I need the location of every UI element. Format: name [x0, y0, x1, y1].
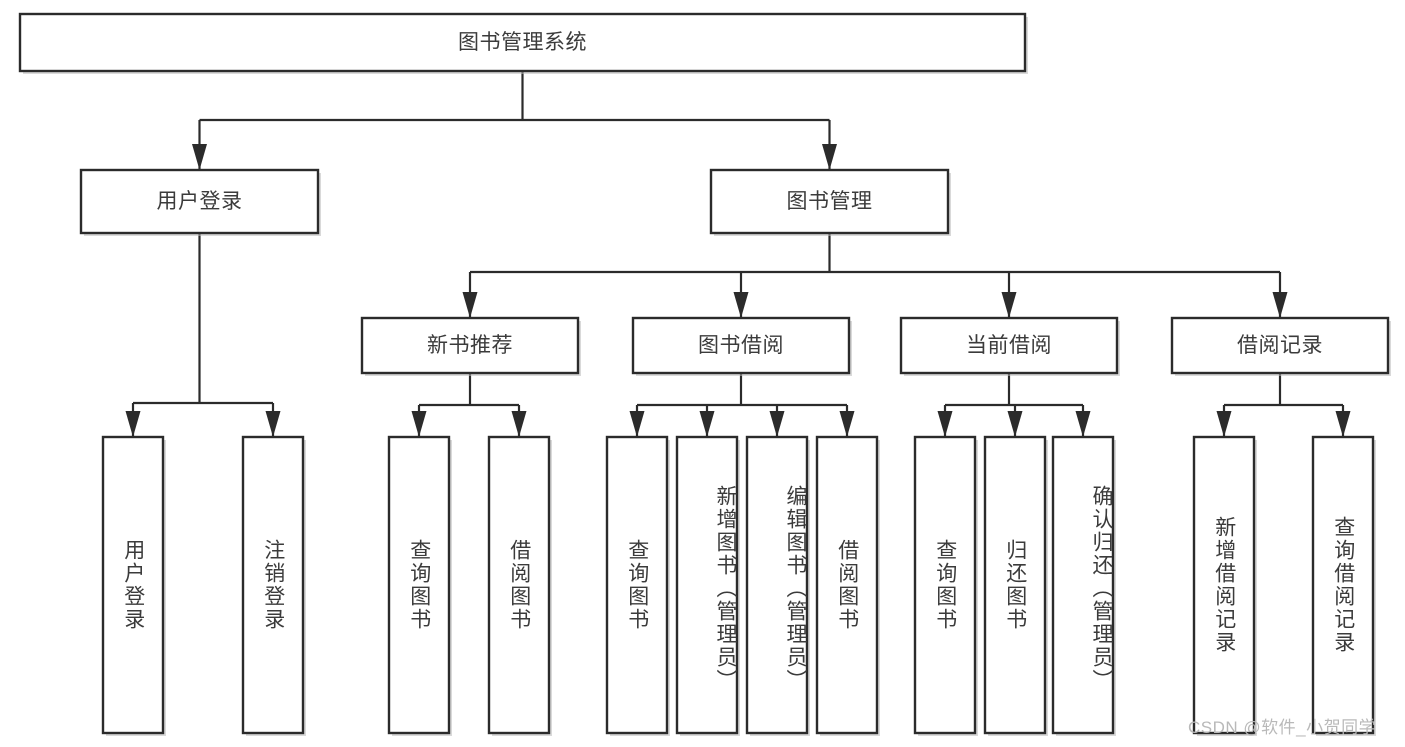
- arrow-head-icon: [1335, 411, 1351, 437]
- arrow-head-icon: [125, 411, 141, 437]
- node-box-leaf-edit-book-admin[interactable]: [745, 435, 809, 735]
- arrow-head-icon: [1007, 411, 1023, 437]
- arrow-head-icon: [1272, 292, 1288, 318]
- node-box-leaf-query-book-2[interactable]: [605, 435, 669, 735]
- node-box-leaf-borrow-book-2[interactable]: [815, 435, 879, 735]
- node-box-l2-user-login[interactable]: [79, 168, 320, 235]
- node-box-leaf-return-book[interactable]: [983, 435, 1047, 735]
- node-box-leaf-borrow-book-1[interactable]: [487, 435, 551, 735]
- arrow-head-icon: [411, 411, 427, 437]
- node-box-leaf-add-book-admin[interactable]: [675, 435, 739, 735]
- node-box-leaf-query-borrow-record[interactable]: [1311, 435, 1375, 735]
- arrow-head-icon: [462, 292, 478, 318]
- arrow-head-icon: [629, 411, 645, 437]
- arrow-head-icon: [769, 411, 785, 437]
- node-box-leaf-add-borrow-record[interactable]: [1192, 435, 1256, 735]
- arrow-head-icon: [839, 411, 855, 437]
- node-box-l3-book-borrow[interactable]: [631, 316, 851, 375]
- arrow-head-icon: [192, 144, 207, 170]
- node-box-l2-book-mgmt[interactable]: [709, 168, 950, 235]
- arrow-head-icon: [265, 411, 281, 437]
- node-box-l3-borrow-record[interactable]: [1170, 316, 1390, 375]
- node-box-l3-new-book-rec[interactable]: [360, 316, 580, 375]
- arrow-head-icon: [511, 411, 527, 437]
- arrow-head-icon: [1216, 411, 1232, 437]
- arrow-head-icon: [733, 292, 749, 318]
- arrow-head-icon: [822, 144, 837, 170]
- node-box-root[interactable]: [18, 12, 1027, 73]
- node-box-leaf-query-book-3[interactable]: [913, 435, 977, 735]
- node-box-leaf-user-login[interactable]: [101, 435, 165, 735]
- csdn-watermark: CSDN @软件_小贺同学: [1188, 718, 1377, 737]
- node-box-leaf-confirm-return-admin[interactable]: [1051, 435, 1115, 735]
- node-box-leaf-logout[interactable]: [241, 435, 305, 735]
- arrow-head-icon: [699, 411, 715, 437]
- arrow-head-icon: [937, 411, 953, 437]
- node-box-l3-current-borrow[interactable]: [899, 316, 1119, 375]
- arrow-head-icon: [1075, 411, 1091, 437]
- node-box-leaf-query-book-1[interactable]: [387, 435, 451, 735]
- arrow-head-icon: [1001, 292, 1017, 318]
